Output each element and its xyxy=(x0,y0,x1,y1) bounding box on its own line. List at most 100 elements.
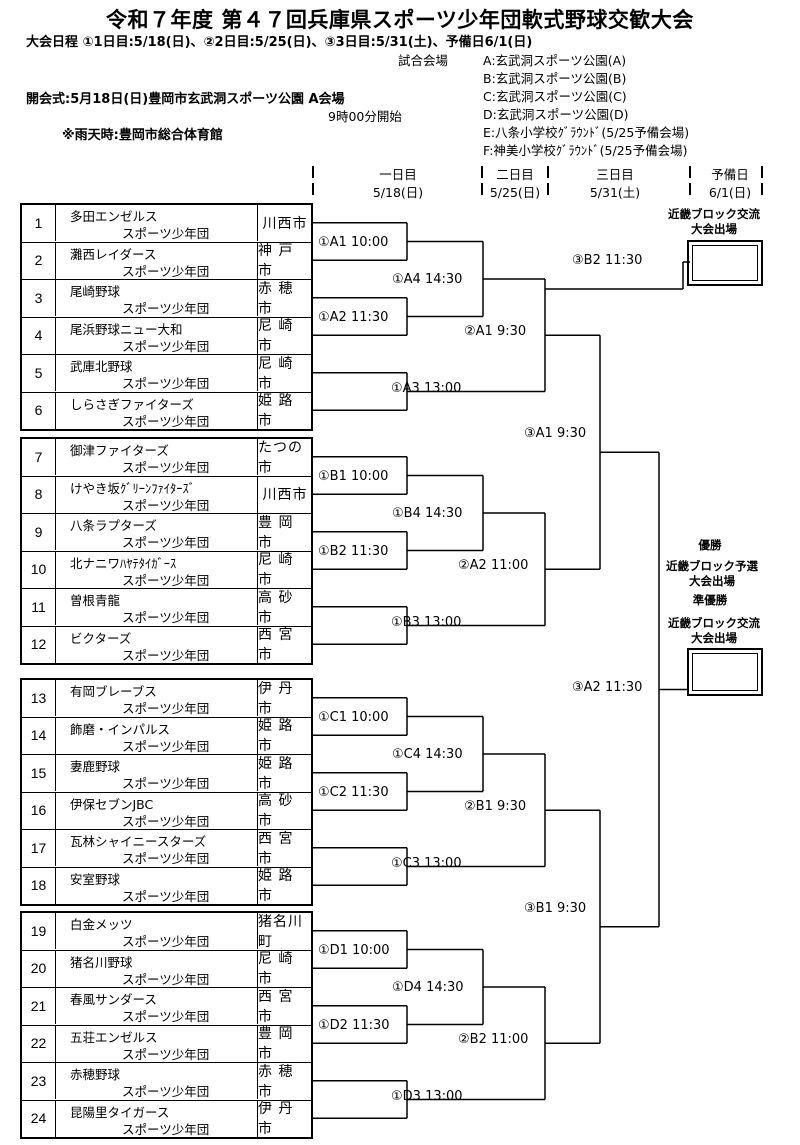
team-name: 飾磨・インパルス xyxy=(70,721,171,737)
team-group-box xyxy=(20,437,313,665)
opening-time: 9時00分開始 xyxy=(328,109,402,124)
team-name-cell: 春風サンダーススポーツ少年団 xyxy=(56,987,258,1024)
winner-box-bottom xyxy=(687,648,763,696)
team-suffix: スポーツ少年団 xyxy=(122,888,210,904)
venue-b: B:玄武洞スポーツ公園(B) xyxy=(483,71,627,86)
team-suffix: スポーツ少年団 xyxy=(122,934,210,949)
kinki-exchange-bottom: 近畿ブロック交流大会出場 xyxy=(668,616,760,645)
day2-date: 5/25(日) xyxy=(489,185,541,200)
venue-d: D:玄武洞スポーツ公園(D) xyxy=(483,107,629,122)
row-divider xyxy=(22,513,312,514)
row-divider xyxy=(22,791,312,793)
opening-ceremony: 開会式:5月18日(日)豊岡市玄武洞スポーツ公園 A会場 xyxy=(26,92,345,107)
team-suffix: スポーツ少年団 xyxy=(122,460,210,475)
team-name-cell: 瓦林シャイニースターズスポーツ少年団 xyxy=(56,829,258,866)
team-city: 川西市 xyxy=(262,487,308,503)
venue-c: C:玄武洞スポーツ公園(C) xyxy=(483,89,627,104)
team-name: 北ナニワﾊﾔﾃﾀｲｶﾞｰｽ xyxy=(70,555,177,571)
team-suffix: スポーツ少年団 xyxy=(122,226,210,241)
team-city: 西 宮 市 xyxy=(258,627,294,663)
team-name-cell: 赤穂野球スポーツ少年団 xyxy=(56,1062,258,1099)
row-divider xyxy=(22,625,312,627)
team-number: 22 xyxy=(22,1024,56,1062)
team-city: 姫 路 市 xyxy=(258,393,294,429)
match-label: ①C3 13:00 xyxy=(391,855,462,871)
team-number: 9 xyxy=(22,513,56,550)
team-name: 尾浜野球ニュー大和 xyxy=(70,321,183,337)
team-name-cell: 安室野球スポーツ少年団 xyxy=(56,866,258,904)
row-divider xyxy=(22,1024,312,1026)
team-name-cell: 有岡ブレーブススポーツ少年団 xyxy=(56,679,258,716)
team-city: 姫 路 市 xyxy=(258,755,294,792)
team-number: 24 xyxy=(22,1099,56,1137)
team-city: 神 戸 市 xyxy=(258,243,294,279)
team-number: 4 xyxy=(22,316,56,354)
match-label: ①B3 13:00 xyxy=(391,614,462,630)
match-label: ②A2 11:00 xyxy=(458,558,529,574)
team-number: 23 xyxy=(22,1062,56,1099)
spare-day-date: 6/1(日) xyxy=(708,185,752,200)
kinki-exchange-top: 近畿ブロック交流大会出場 xyxy=(668,207,760,236)
match-label: ①B1 10:00 xyxy=(318,468,389,484)
team-name: 御津ファイターズ xyxy=(70,443,169,458)
row-divider xyxy=(22,949,312,951)
team-name: 伊保セブンJBC xyxy=(70,796,154,812)
match-label: ②B1 9:30 xyxy=(464,799,527,815)
team-city: 尼 崎 市 xyxy=(258,951,294,987)
venue-f: F:神美小学校ｸﾞﾗｳﾝﾄﾞ(5/25予備会場) xyxy=(483,143,688,158)
team-name: 猪名川野球 xyxy=(70,954,133,970)
row-divider xyxy=(22,1062,312,1063)
team-city: 西 宮 市 xyxy=(258,988,294,1025)
team-name-cell: 八条ラプターズスポーツ少年団 xyxy=(56,513,258,550)
team-number: 18 xyxy=(22,866,56,904)
team-name: 妻鹿野球 xyxy=(70,759,121,774)
winner-box-top xyxy=(687,240,763,286)
match-label: ③B2 11:30 xyxy=(572,253,643,268)
team-suffix: スポーツ少年団 xyxy=(122,647,210,663)
match-label: ①B4 14:30 xyxy=(392,506,463,521)
team-name-cell: 昆陽里タイガーススポーツ少年団 xyxy=(56,1099,258,1137)
row-divider xyxy=(22,716,312,718)
team-city: 川西市 xyxy=(262,215,308,232)
team-group-box xyxy=(20,203,313,431)
team-name-cell: けやき坂ｸﾞﾘｰﾝﾌｧｲﾀｰｽﾞスポーツ少年団 xyxy=(56,475,258,513)
team-city: 高 砂 市 xyxy=(258,793,294,829)
team-suffix: スポーツ少年団 xyxy=(122,572,210,588)
row-divider xyxy=(22,241,312,243)
row-divider xyxy=(22,354,312,355)
team-number: 16 xyxy=(22,791,56,829)
match-label: ①D2 11:30 xyxy=(318,1017,390,1033)
match-label: ①C4 14:30 xyxy=(392,747,463,762)
team-name-cell: 北ナニワﾊﾔﾃﾀｲｶﾞｰｽスポーツ少年団 xyxy=(56,550,258,588)
match-label: ①D1 10:00 xyxy=(318,942,390,958)
match-label: ②A1 9:30 xyxy=(464,324,527,340)
team-number: 2 xyxy=(22,241,56,279)
day3-date: 5/31(土) xyxy=(589,185,641,200)
team-number: 12 xyxy=(22,625,56,663)
team-number: 11 xyxy=(22,588,56,625)
team-number: 5 xyxy=(22,354,56,391)
team-name: けやき坂ｸﾞﾘｰﾝﾌｧｲﾀｰｽﾞ xyxy=(70,480,196,496)
team-city: 赤 穂 市 xyxy=(258,280,294,317)
team-number: 7 xyxy=(22,438,56,475)
team-number: 14 xyxy=(22,716,56,754)
team-city: 西 宮 市 xyxy=(258,830,294,867)
team-suffix: スポーツ少年団 xyxy=(122,701,210,716)
row-divider xyxy=(22,316,312,318)
day2-name: 二日目 xyxy=(496,167,534,182)
team-suffix: スポーツ少年団 xyxy=(122,301,210,316)
kinki-qualifier-label: 近畿ブロック予選大会出場 xyxy=(666,559,758,588)
match-label: ①A1 10:00 xyxy=(318,234,389,250)
team-name: 八条ラプターズ xyxy=(70,518,157,533)
